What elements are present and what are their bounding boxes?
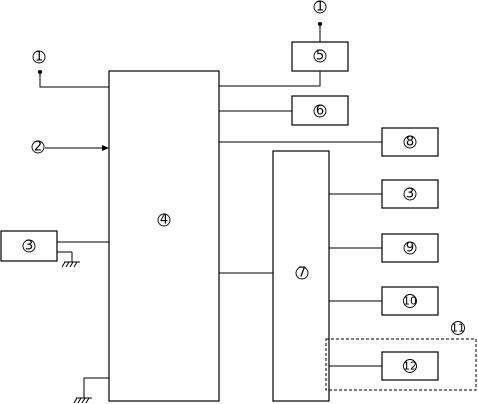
label-1-top: 1 xyxy=(316,0,324,15)
label-12-ring xyxy=(403,359,417,373)
label-4: 4 xyxy=(160,213,168,228)
label-8-ring xyxy=(403,135,417,149)
ground-symbol-3 xyxy=(61,261,80,268)
block-9 xyxy=(381,233,439,263)
arrow-2-to-4 xyxy=(102,145,109,151)
label-3-left: 3 xyxy=(25,239,33,254)
wire-1-to-4 xyxy=(39,72,109,88)
ground-symbol-4 xyxy=(73,397,92,404)
wire-4-to-5 xyxy=(219,71,321,87)
label-9-ring xyxy=(403,241,417,255)
label-1-top-ring xyxy=(313,0,327,14)
label-7-ring xyxy=(295,266,309,280)
label-1-left: 1 xyxy=(35,50,43,65)
block-10 xyxy=(381,286,439,316)
block-8 xyxy=(381,127,439,157)
label-1-left-ring xyxy=(32,50,46,64)
wire-4-ground xyxy=(83,377,109,398)
label-10-ring xyxy=(403,294,417,308)
block-3-right xyxy=(381,179,439,209)
block-7 xyxy=(272,150,330,402)
block-3-left xyxy=(0,230,58,262)
label-2: 2 xyxy=(34,140,42,155)
block-12 xyxy=(381,351,439,381)
label-6: 6 xyxy=(316,104,324,119)
label-11: 11 xyxy=(451,322,465,335)
label-4-ring xyxy=(157,213,171,227)
label-5: 5 xyxy=(316,49,324,64)
label-2-ring xyxy=(31,140,45,154)
group-11-frame xyxy=(325,338,477,391)
label-12: 12 xyxy=(403,360,417,373)
label-3-right-ring xyxy=(403,187,417,201)
block-4 xyxy=(108,70,220,402)
label-3-right: 3 xyxy=(406,187,414,202)
label-3-left-ring xyxy=(22,239,36,253)
label-10: 10 xyxy=(403,295,417,308)
label-8: 8 xyxy=(406,135,414,150)
label-5-ring xyxy=(313,49,327,63)
label-11-ring xyxy=(451,321,465,335)
label-7: 7 xyxy=(298,266,306,281)
label-9: 9 xyxy=(406,241,414,256)
label-6-ring xyxy=(313,104,327,118)
